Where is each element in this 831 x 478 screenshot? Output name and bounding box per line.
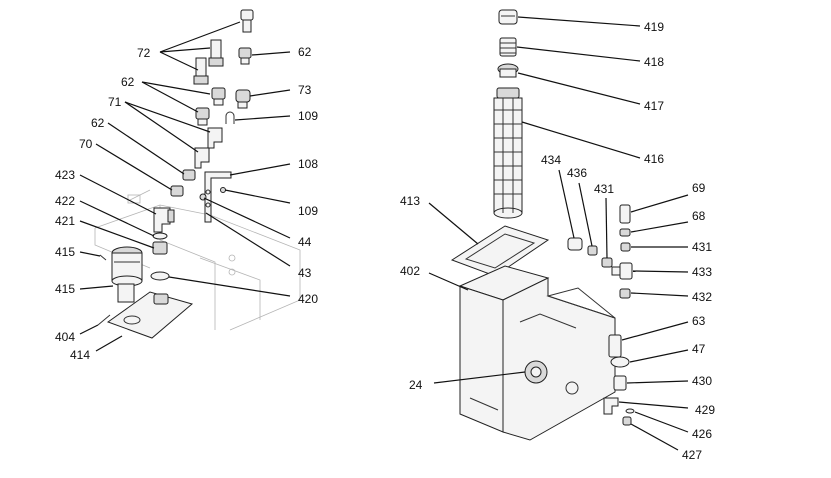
- part-72-fittings: [193, 9, 254, 85]
- part-434-fitting: [567, 237, 583, 251]
- part-24-sight-gauge: [524, 360, 548, 384]
- callout-420: 420: [298, 292, 318, 306]
- callout-73: 73: [298, 83, 312, 97]
- part-429-elbow: [603, 397, 619, 415]
- callout-68: 68: [692, 209, 706, 223]
- part-62-nut-upper: [238, 47, 252, 65]
- part-404-screw: [97, 314, 111, 326]
- callout-436: 436: [567, 166, 587, 180]
- callout-414: 414: [70, 348, 90, 362]
- part-430-fitting: [613, 375, 627, 391]
- callout-402: 402: [400, 264, 420, 278]
- part-63-pipe: [608, 334, 622, 358]
- callout-418: 418: [644, 55, 664, 69]
- part-431-fitting-upper: [601, 257, 613, 268]
- callout-433: 433: [692, 265, 712, 279]
- callout-432: 432: [692, 290, 712, 304]
- part-421-adapter: [152, 241, 168, 255]
- part-108-bracket: [204, 171, 232, 223]
- callout-62-left: 62: [121, 75, 135, 89]
- part-436-nut: [587, 245, 598, 256]
- leader-lines: [79, 16, 689, 451]
- callout-72: 72: [137, 46, 151, 60]
- callout-430: 430: [692, 374, 712, 388]
- callout-416: 416: [644, 152, 664, 166]
- callout-415-lower: 415: [55, 282, 75, 296]
- part-419-cap: [498, 9, 518, 25]
- callout-421: 421: [55, 214, 75, 228]
- part-417-nut: [497, 63, 519, 78]
- part-423-elbow: [153, 207, 175, 233]
- part-418-spring: [499, 37, 517, 57]
- callout-109-lower: 109: [298, 204, 318, 218]
- callout-47: 47: [692, 342, 706, 356]
- part-413-gasket: [450, 225, 550, 277]
- callout-62-top: 62: [298, 45, 312, 59]
- part-422-washer: [152, 232, 168, 240]
- part-414-cover-plate: [106, 291, 194, 339]
- callout-63: 63: [692, 314, 706, 328]
- callout-431-upper: 431: [594, 182, 614, 196]
- part-416-filter-element: [493, 87, 523, 219]
- callout-419: 419: [644, 20, 664, 34]
- part-433-tee: [611, 262, 633, 280]
- callout-labels: 72 62 62 73 71 109 62 70 108 423 109 422…: [55, 20, 715, 462]
- callout-44: 44: [298, 235, 312, 249]
- callout-427: 427: [682, 448, 702, 462]
- part-62-nut-lower: [182, 169, 196, 181]
- callout-24: 24: [409, 378, 423, 392]
- part-70-nut: [170, 185, 184, 197]
- callout-404: 404: [55, 330, 75, 344]
- callout-108: 108: [298, 157, 318, 171]
- part-431-fitting-lower: [620, 242, 631, 252]
- callout-431-lower: 431: [692, 240, 712, 254]
- part-426-washer: [625, 408, 635, 414]
- part-415-filter-head: [111, 246, 143, 303]
- callout-413: 413: [400, 194, 420, 208]
- callout-422: 422: [55, 194, 75, 208]
- callout-426: 426: [692, 427, 712, 441]
- part-427-plug: [622, 416, 632, 426]
- callout-429: 429: [695, 403, 715, 417]
- callout-43: 43: [298, 266, 312, 280]
- part-109-clip: [225, 111, 235, 124]
- part-47-ring: [610, 356, 630, 368]
- part-69-tube: [619, 204, 631, 224]
- callout-434: 434: [541, 153, 561, 167]
- part-420-oring: [150, 271, 170, 281]
- part-73-fitting: [235, 89, 251, 109]
- part-432-adapter: [619, 288, 631, 299]
- part-415-small-screw: [99, 254, 107, 261]
- callout-69: 69: [692, 181, 706, 195]
- callout-70: 70: [79, 137, 93, 151]
- callout-415-upper: 415: [55, 245, 75, 259]
- part-71-elbows: [194, 127, 223, 169]
- part-402-reservoir-tank: [458, 265, 616, 441]
- callout-423: 423: [55, 168, 75, 182]
- part-62-nuts-mid: [195, 87, 226, 126]
- part-68-nut: [619, 228, 631, 237]
- callout-109-upper: 109: [298, 109, 318, 123]
- callout-62-lower: 62: [91, 116, 105, 130]
- part-109-screw: [220, 187, 226, 193]
- callout-417: 417: [644, 99, 664, 113]
- callout-71: 71: [108, 95, 122, 109]
